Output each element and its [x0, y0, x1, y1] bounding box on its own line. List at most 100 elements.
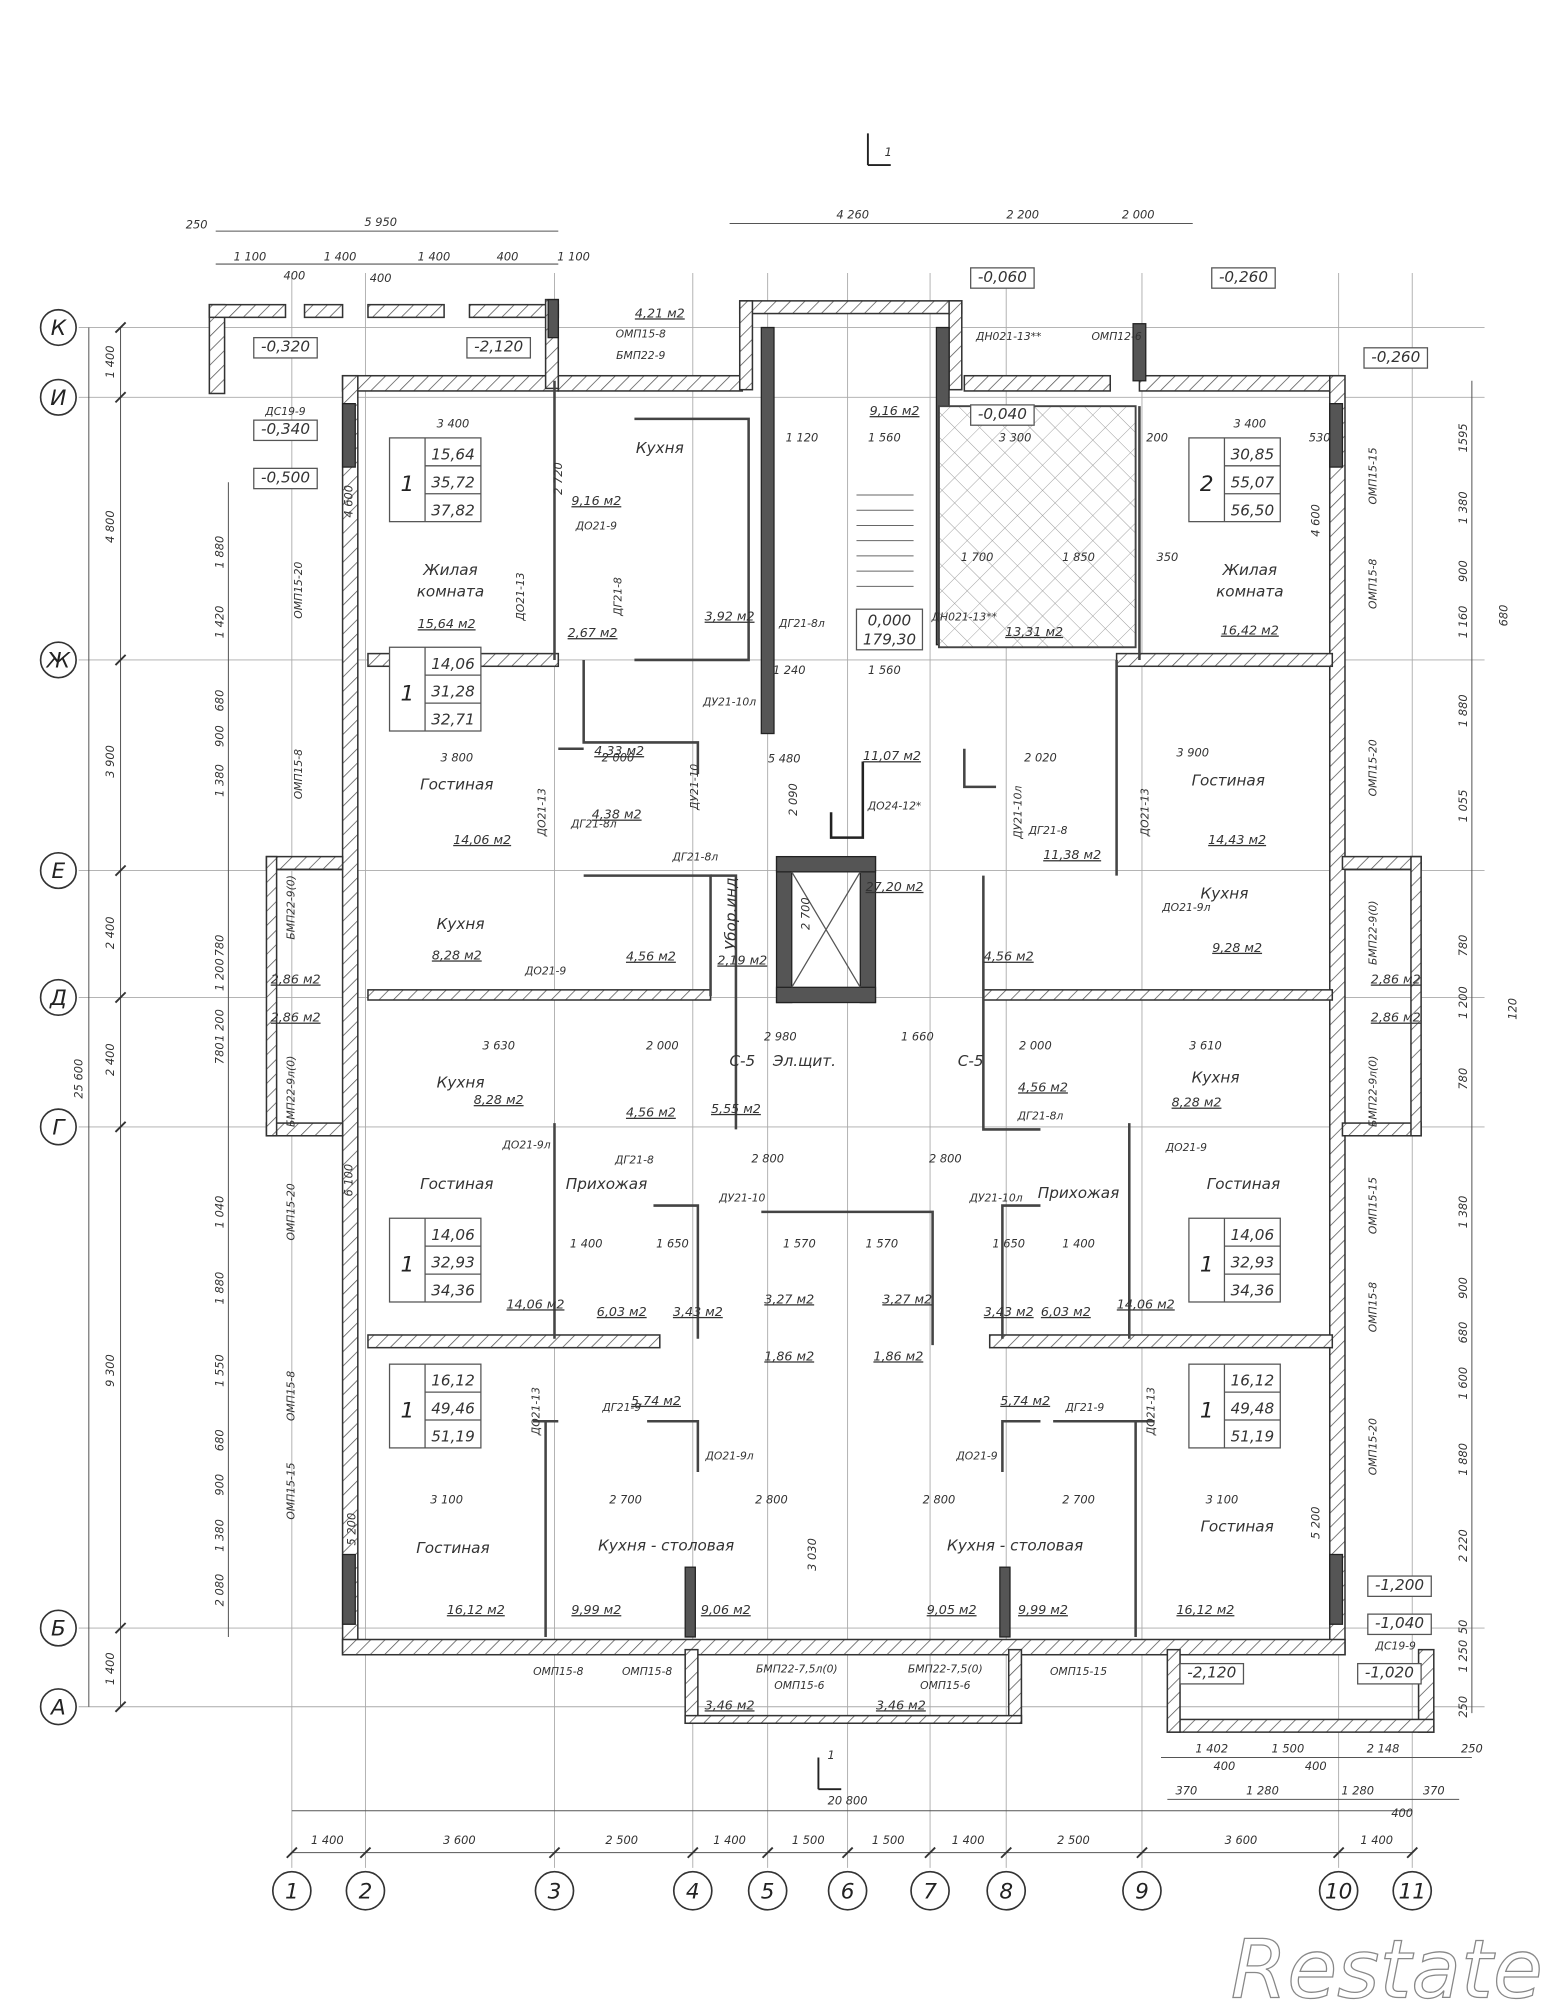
partition-wall — [982, 996, 1041, 1131]
dimension-value: 780 — [212, 935, 226, 957]
wall — [265, 855, 278, 1137]
room-area: 3,46 м2 — [876, 1697, 926, 1712]
apartment-room-count: 1 — [400, 682, 414, 707]
dimension-value: 680 — [1456, 1322, 1470, 1344]
column-axis-label: 2 — [359, 1879, 373, 1904]
element-mark: ДН021-13** — [975, 330, 1042, 343]
dimension-value: 1 880 — [1456, 694, 1470, 727]
room-area: 8,28 м2 — [474, 1092, 524, 1107]
dimension-value: 1 120 — [786, 431, 819, 445]
wall — [265, 1122, 344, 1137]
apartment-living-area: 30,85 — [1231, 445, 1275, 463]
room-area: 14,06 м2 — [506, 1296, 564, 1311]
dimension-value: 2 000 — [646, 1038, 679, 1052]
dimension-value: 1 400 — [713, 1833, 746, 1847]
dimension-value: 1 550 — [212, 1354, 226, 1387]
room-area: 1,86 м2 — [873, 1348, 923, 1363]
room-name: С-5 — [958, 1052, 984, 1070]
row-axis-bubble — [39, 378, 77, 416]
dimension-value: 370 — [1423, 1783, 1445, 1797]
column-axis-label: 3 — [548, 1879, 562, 1904]
element-mark: ОМП15-8 — [622, 1665, 672, 1678]
wall — [208, 303, 287, 319]
dimension-value: 1 600 — [1456, 1367, 1470, 1400]
dimension-value: 2 500 — [605, 1833, 638, 1847]
dimension-value: 2 980 — [764, 1030, 797, 1044]
level-mark: -1,200 — [1375, 1576, 1424, 1594]
partition-wall — [583, 874, 712, 997]
room-area: 16,12 м2 — [447, 1602, 505, 1617]
dimension-value: 3 800 — [440, 750, 473, 764]
wall — [738, 300, 963, 315]
row-axis-label: И — [50, 386, 66, 411]
dimension-total: 20 800 — [828, 1793, 868, 1807]
dimension-value: 1 400 — [1360, 1833, 1393, 1847]
wall — [1007, 1648, 1023, 1725]
element-mark: ДГ21-8 — [614, 1154, 654, 1167]
elevator-shaft-cross — [791, 871, 861, 988]
dimension-value: 400 — [370, 271, 392, 285]
room-area: 15,64 м2 — [418, 616, 476, 631]
row-axis-label: Б — [51, 1617, 66, 1642]
room-name: Кухня — [1200, 884, 1248, 902]
dimension-value: 1 400 — [311, 1833, 344, 1847]
dimension-value: 1 500 — [872, 1833, 905, 1847]
wall — [1115, 652, 1334, 668]
room-area: 3,92 м2 — [705, 609, 755, 624]
dimension-tick — [114, 321, 127, 334]
dimension-value: 1 200 — [1456, 986, 1470, 1019]
dimension-value: 2 400 — [103, 1043, 117, 1076]
section-marker-label: 1 — [885, 145, 892, 159]
room-area: 9,06 м2 — [701, 1602, 751, 1617]
dimension-value: 1 560 — [868, 663, 901, 677]
element-mark: ДО21-9л — [501, 1138, 550, 1151]
load-bearing-wall — [775, 986, 877, 1004]
dimension-value: 3 900 — [103, 745, 117, 778]
level-mark-box — [253, 337, 318, 359]
row-axis-bubble — [39, 641, 77, 679]
apartment-area-with-balcony: 32,71 — [431, 711, 475, 729]
dimension-value: 1 200 — [212, 958, 226, 991]
dimension-value: 4 260 — [836, 207, 869, 221]
dimension-value: 780 — [1456, 1068, 1470, 1090]
level-mark: -0,500 — [261, 468, 310, 486]
dimension-value: 2 080 — [212, 1574, 226, 1607]
section-marker — [866, 133, 891, 167]
room-area: 2,86 м2 — [1371, 1010, 1421, 1025]
column-axis-bubble — [345, 1870, 386, 1911]
apartment-total-area: 55,07 — [1231, 473, 1275, 491]
apartment-tag-box — [388, 646, 482, 732]
dimension-value: 1 400 — [324, 249, 357, 263]
element-mark: БМП22-9л(0) — [284, 1056, 297, 1127]
room-area: 11,38 м2 — [1043, 847, 1101, 862]
dimension-value: 2 148 — [1367, 1741, 1400, 1755]
dimension-value: 1 400 — [1062, 1236, 1095, 1250]
column-axis-bubble — [672, 1870, 713, 1911]
load-bearing-wall — [1329, 403, 1344, 468]
dimension-tick — [114, 1701, 127, 1713]
element-mark: ОМП15-15 — [1367, 1177, 1380, 1234]
room-name: Кухня - столовая — [947, 1537, 1083, 1555]
apartment-total-area: 49,46 — [431, 1400, 475, 1418]
element-mark: ДГ21-8л — [1017, 1109, 1064, 1122]
dimension-value: 1 700 — [961, 550, 994, 564]
walls — [208, 298, 1435, 1733]
dimension-value: 530 — [1309, 431, 1331, 445]
room-area: 4,56 м2 — [626, 1105, 676, 1120]
room-area: 4,56 м2 — [984, 949, 1034, 964]
elevator-door — [829, 761, 865, 839]
partition-wall — [1001, 1419, 1155, 1473]
dimension-value: 2 090 — [786, 783, 800, 816]
dimension-value: 9 300 — [103, 1354, 117, 1387]
dimension-value: 1 400 — [103, 1652, 117, 1685]
dimension-value: 2 800 — [755, 1493, 788, 1507]
dimension-value: 2 700 — [799, 897, 813, 930]
wall — [1341, 1122, 1422, 1137]
dimension-value: 4 800 — [103, 510, 117, 543]
apartment-total-area: 31,28 — [431, 683, 475, 701]
